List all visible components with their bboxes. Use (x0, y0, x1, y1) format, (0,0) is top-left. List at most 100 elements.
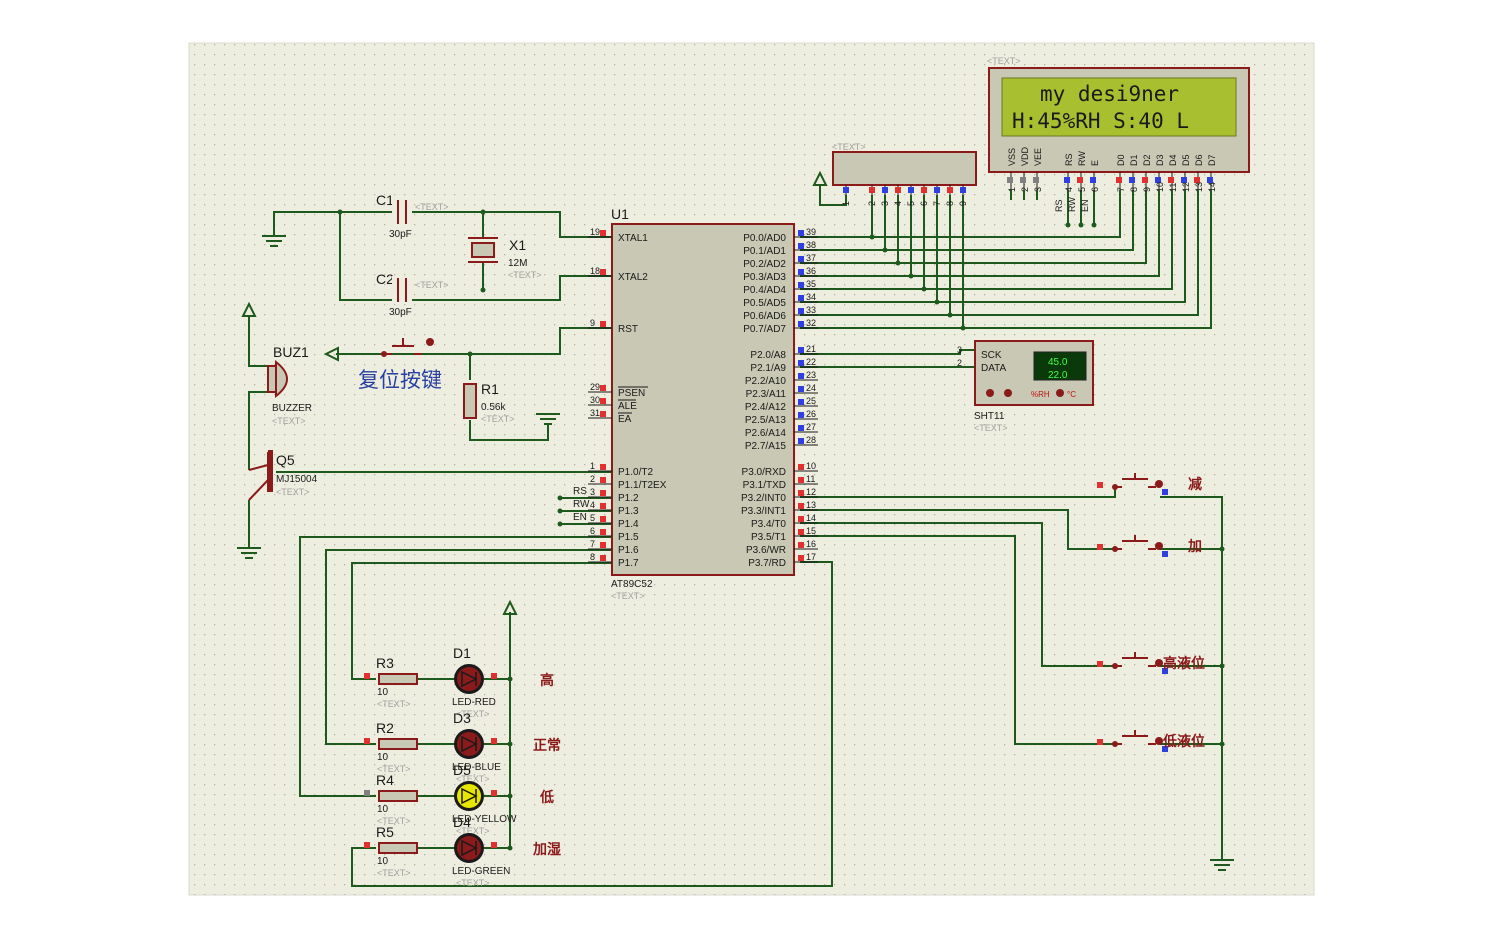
u1-pin-num: 28 (806, 435, 816, 445)
u1-placeholder: <TEXT> (611, 591, 645, 601)
switch-contact (1112, 546, 1118, 552)
resistor-placeholder: <TEXT> (377, 764, 411, 774)
u1-pin-num: 12 (806, 487, 816, 497)
rp-pin-num: 2 (867, 201, 877, 206)
switch-contact (1112, 484, 1118, 490)
capacitor-c1[interactable]: C1 <TEXT> 30pF (376, 192, 449, 240)
u1-pin-num: 16 (806, 539, 816, 549)
capacitor-c2[interactable]: C2 <TEXT> 30pF (376, 271, 449, 318)
sensor-sht11[interactable]: SCK DATA 3 2 45.0 22.0 %RH °C SHT11 <TEX… (957, 340, 1094, 433)
sht-pin-sck: SCK (981, 350, 1002, 361)
u1-pin-num: 14 (806, 513, 816, 523)
switch-contact (1155, 659, 1163, 667)
lcd-placeholder: <TEXT> (987, 56, 1021, 66)
pin-marker (600, 269, 606, 275)
pin-marker (1020, 177, 1026, 183)
key-button[interactable]: 减 (1097, 473, 1202, 495)
u1-pin-num: 11 (806, 474, 815, 484)
pin-marker (600, 529, 606, 535)
u1-pin-num: 2 (590, 474, 595, 484)
c1-ref: C1 (376, 192, 394, 208)
u1-pin-num: 32 (806, 318, 816, 328)
pin-marker (1116, 177, 1122, 183)
resistor-placeholder: <TEXT> (377, 816, 411, 826)
u1-pin-name: P3.1/TXD (743, 480, 786, 491)
transistor-q5[interactable]: Q5 MJ15004 <TEXT> (248, 450, 318, 501)
sht-value-1: 45.0 (1048, 357, 1068, 368)
pin-marker (798, 477, 804, 483)
diode-symbol (461, 735, 478, 753)
pin-marker (1033, 177, 1039, 183)
mcu-u1[interactable]: U1 19XTAL118XTAL29RST29PSEN30ALE31EA1P1.… (573, 206, 818, 601)
reset-contact (381, 351, 387, 357)
reset-label: 复位按键 (358, 368, 442, 392)
u1-pin-name: P3.3/INT1 (741, 506, 786, 517)
u1-pin-num: 24 (806, 383, 816, 393)
lcd-module[interactable]: <TEXT> my desi9ner H:45%RH S:40 L VSS1VD… (987, 56, 1250, 212)
key-button[interactable]: 高液位 (1097, 652, 1205, 674)
sht-knob-2[interactable] (1004, 389, 1012, 397)
lcd-pin-num: 3 (1033, 187, 1043, 192)
pin-marker (869, 187, 875, 193)
u1-pin-num: 34 (806, 292, 816, 302)
u1-pin-num: 3 (590, 487, 595, 497)
resistor-ref: R5 (376, 824, 394, 840)
wiring (248, 185, 1223, 887)
button-label: 低液位 (1162, 733, 1205, 750)
pin-marker (798, 282, 804, 288)
lcd-pin-name: VSS (1007, 148, 1017, 166)
u1-pin-num: 1 (590, 461, 595, 471)
buz-base (267, 365, 277, 393)
rp-pin-num: 9 (958, 201, 968, 206)
resistor-r1[interactable]: R1 0.56k <TEXT> (463, 381, 515, 424)
lcd-pin-num: 2 (1020, 187, 1030, 192)
pin-marker (491, 738, 497, 744)
pin-marker (1097, 739, 1103, 745)
pin-marker (491, 673, 497, 679)
u1-pin-name: P3.2/INT0 (741, 493, 786, 504)
key-button[interactable]: 低液位 (1097, 730, 1205, 752)
u1-pin-num: 15 (806, 526, 816, 536)
junction-dots (337, 209, 1225, 851)
switch-contact (1155, 737, 1163, 745)
sht-ref: SHT11 (974, 411, 1005, 422)
u1-pin-name: P2.1/A9 (750, 363, 786, 374)
pin-marker (600, 230, 606, 236)
pin-marker (1097, 661, 1103, 667)
reset-button[interactable]: 复位按键 (358, 338, 442, 392)
u1-pin-name: P0.4/AD4 (743, 285, 786, 296)
power-arrow-icon (241, 170, 828, 615)
key-button[interactable]: 加 (1097, 535, 1202, 557)
reset-switch (384, 338, 422, 355)
sht-knob-3[interactable] (1056, 389, 1064, 397)
ground-icon (237, 235, 1234, 871)
crystal-x1[interactable]: X1 12M <TEXT> (468, 237, 542, 280)
pin-marker (798, 243, 804, 249)
u1-pin-name: P3.7/RD (748, 558, 786, 569)
lcd-pin-name: D2 (1142, 154, 1152, 166)
pin-marker (798, 373, 804, 379)
rp-placeholder: <TEXT> (832, 142, 866, 152)
p1-net-label: RW (573, 499, 590, 510)
lcd-pin-num: 14 (1207, 182, 1217, 192)
u1-pin-name: P3.6/WR (746, 545, 786, 556)
pin-marker (1162, 551, 1168, 557)
lcd-pin-name: D0 (1116, 154, 1126, 166)
u1-pin-name: P3.0/RXD (742, 467, 786, 478)
diode-symbol (461, 670, 478, 688)
led-ref: D4 (453, 814, 471, 830)
u1-part: AT89C52 (611, 579, 653, 590)
pin-marker (798, 399, 804, 405)
c1-gap (392, 198, 412, 226)
buzzer-buz1[interactable]: BUZ1 BUZZER <TEXT> (267, 344, 312, 426)
sht-knob-1[interactable] (986, 389, 994, 397)
led-part: LED-BLUE (452, 762, 501, 773)
